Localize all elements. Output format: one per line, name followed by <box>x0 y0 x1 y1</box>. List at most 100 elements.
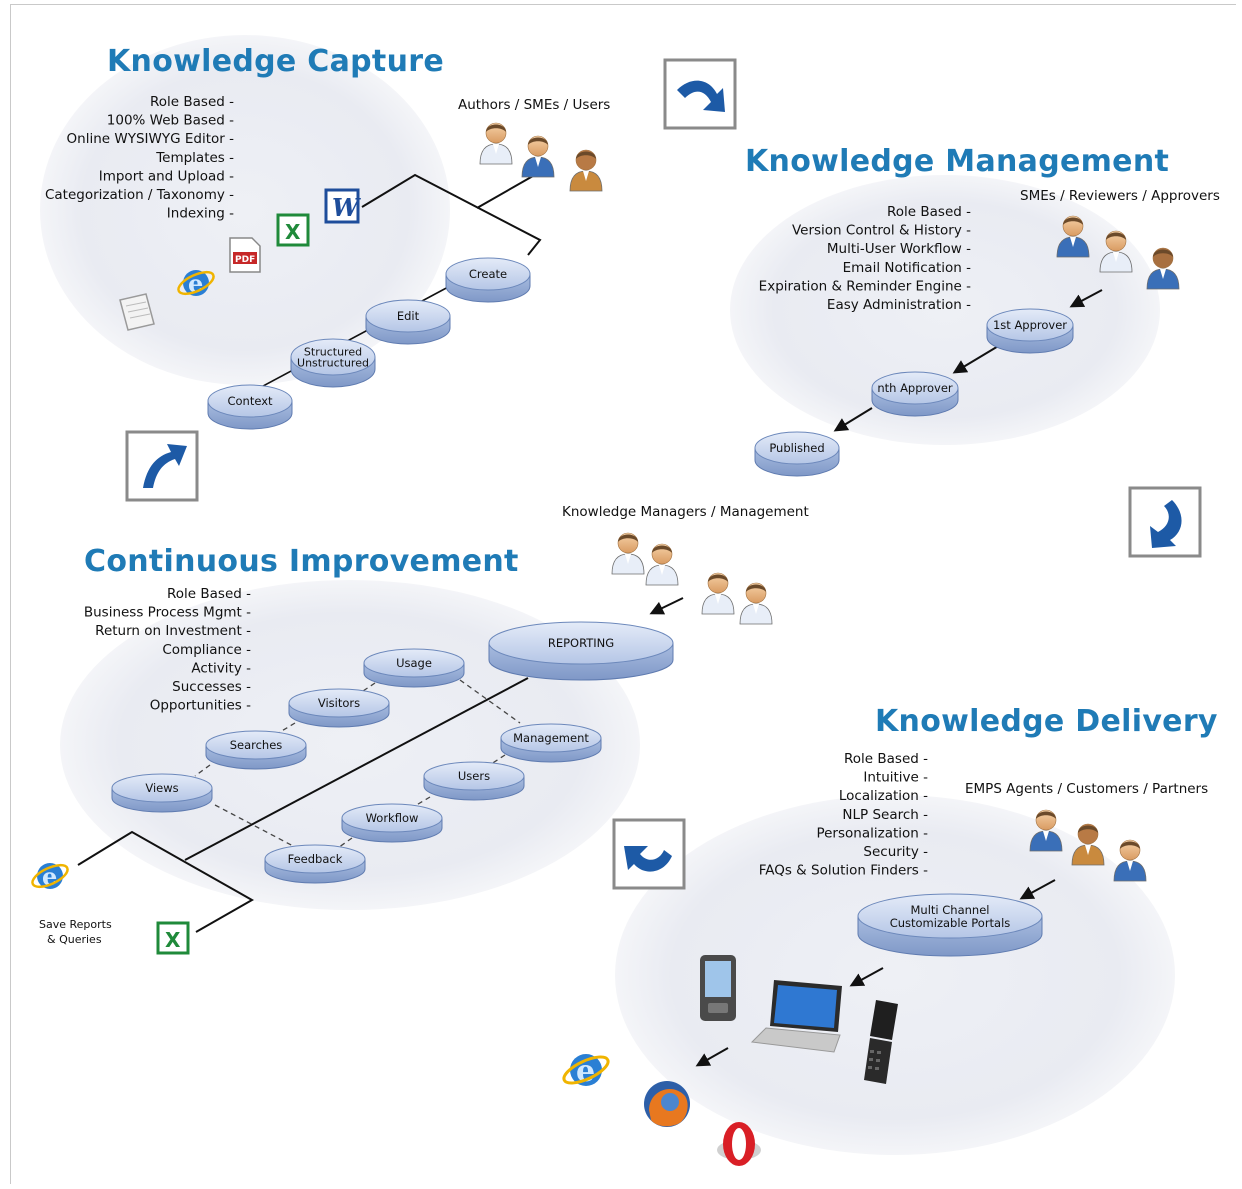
capture-connector-users <box>476 171 541 209</box>
improvement-arrow <box>649 597 684 615</box>
capture-step-label: Edit <box>397 309 420 323</box>
capture-feature-item: Online WYSIWYG Editor - <box>67 131 235 147</box>
delivery-user-icons <box>1029 809 1147 882</box>
management-step-label: nth Approver <box>877 381 953 395</box>
delivery-feature-item: Personalization - <box>816 825 928 841</box>
user-icon <box>1056 215 1090 258</box>
improvement-user-icons <box>611 532 773 625</box>
delivery-feature-item: Security - <box>863 844 928 860</box>
management-feature-list: Role Based - Version Control & History - M… <box>759 204 971 313</box>
svg-text:W: W <box>332 193 361 222</box>
improvement-node-label: Feedback <box>288 852 343 866</box>
section-knowledge-capture: Knowledge Capture Role Based -100% Web B… <box>45 44 610 502</box>
management-feature-item: Multi-User Workflow - <box>827 241 971 257</box>
management-step-disc: Published <box>754 431 840 477</box>
improvement-feature-list: Role Based - Business Process Mgmt - Retur… <box>84 586 251 714</box>
management-feature-item: Easy Administration - <box>827 297 971 313</box>
reporting-axis <box>184 677 529 861</box>
improvement-node-disc: Usage <box>363 648 465 688</box>
user-icon <box>569 149 603 192</box>
user-icon <box>1099 230 1133 273</box>
management-feature-item: Version Control & History - <box>792 223 971 239</box>
improvement-feature-item: Opportunities - <box>150 698 251 714</box>
improvement-node-disc: Searches <box>205 730 307 770</box>
improvement-feature-item: Business Process Mgmt - <box>84 605 251 621</box>
delivery-feature-item: Localization - <box>839 788 928 804</box>
management-step-disc: nth Approver <box>871 371 959 417</box>
capture-step-disc: Context <box>207 384 293 430</box>
capture-feature-item: Import and Upload - <box>99 168 234 184</box>
pda-icon <box>700 955 736 1021</box>
management-feature-item: Role Based - <box>887 204 971 220</box>
improvement-feature-item: Return on Investment - <box>95 623 251 639</box>
excel-icon: X <box>156 921 190 955</box>
improvement-feature-item: Activity - <box>191 660 251 676</box>
user-icon <box>1146 247 1180 290</box>
improvement-feature-item: Role Based - <box>167 586 251 602</box>
capture-step-disc: Edit <box>365 299 451 345</box>
user-icon <box>479 122 513 165</box>
delivery-arrow-3 <box>695 1047 729 1067</box>
capture-steps-axis <box>249 269 481 394</box>
user-icon <box>739 582 773 625</box>
section-continuous-improvement: Continuous Improvement Knowledge Manager… <box>31 504 809 955</box>
excel-icon: X <box>276 213 310 247</box>
delivery-feature-item: Intuitive - <box>863 770 928 786</box>
improvement-feature-item: Successes - <box>172 679 251 695</box>
management-step-disc: 1st Approver <box>986 308 1074 354</box>
improvement-title: Continuous Improvement <box>84 544 519 579</box>
cycle-arrow-icon <box>612 818 686 890</box>
user-icon <box>521 135 555 178</box>
improvement-nodes: REPORTINGUsageVisitorsSearchesViewsManag… <box>111 621 674 884</box>
management-user-icons <box>1056 215 1180 290</box>
capture-feature-item: 100% Web Based - <box>107 113 234 129</box>
capture-feature-item: Categorization / Taxonomy - <box>45 187 234 203</box>
delivery-feature-item: Role Based - <box>844 751 928 767</box>
management-arrow-3 <box>833 407 873 432</box>
management-feature-item: Expiration & Reminder Engine - <box>759 278 971 294</box>
user-icon <box>611 532 645 575</box>
svg-text:X: X <box>165 928 181 952</box>
user-icon <box>1071 823 1105 866</box>
improvement-node-disc: Workflow <box>341 803 443 843</box>
user-icon <box>1113 839 1147 882</box>
delivery-title: Knowledge Delivery <box>875 704 1218 739</box>
portals-hub-label: Customizable Portals <box>890 916 1011 930</box>
internet-explorer-icon: e <box>562 1054 610 1089</box>
capture-step-disc: Create <box>445 257 531 303</box>
capture-user-icons <box>479 122 603 192</box>
capture-step-label: Structured <box>304 346 362 359</box>
improvement-node-disc: Users <box>423 761 525 801</box>
delivery-feature-list: Role Based - Intuitive - Localization - NLP… <box>759 751 928 879</box>
improvement-node-label: Searches <box>230 738 283 752</box>
improvement-node-label: Usage <box>396 656 432 670</box>
capture-step-label: Unstructured <box>297 357 369 370</box>
improvement-node-disc: Management <box>500 723 602 763</box>
reporting-hub: REPORTING <box>488 621 674 681</box>
improvement-node-disc: Feedback <box>264 844 366 884</box>
section-knowledge-delivery: Knowledge Delivery Role Based - Intuitive… <box>562 704 1218 1166</box>
portals-hub-label: Multi Channel <box>911 903 990 917</box>
improvement-users-label: Knowledge Managers / Management <box>562 504 809 520</box>
capture-feature-list: Role Based -100% Web Based -Online WYSIW… <box>45 94 234 222</box>
management-step-label: Published <box>769 441 824 455</box>
improvement-node-disc: Views <box>111 773 213 813</box>
word-icon: W <box>324 188 361 224</box>
background-ellipses <box>40 35 1175 1155</box>
notepad-icon <box>119 293 155 331</box>
capture-feature-item: Templates - <box>155 150 234 166</box>
internet-explorer-icon: e <box>31 862 69 891</box>
delivery-users-label: EMPS Agents / Customers / Partners <box>965 781 1208 797</box>
capture-title: Knowledge Capture <box>107 44 444 79</box>
improvement-feature-item: Compliance - <box>162 642 251 658</box>
improvement-node-label: Management <box>513 731 589 745</box>
firefox-icon <box>644 1081 690 1127</box>
delivery-arrow-1 <box>1019 879 1056 900</box>
management-step-label: 1st Approver <box>993 318 1067 332</box>
delivery-feature-item: NLP Search - <box>842 807 928 823</box>
save-connector <box>77 830 255 933</box>
cycle-arrow-icon <box>1128 486 1202 558</box>
section-knowledge-management: Knowledge Management SMEs / Reviewers / … <box>663 58 1220 558</box>
